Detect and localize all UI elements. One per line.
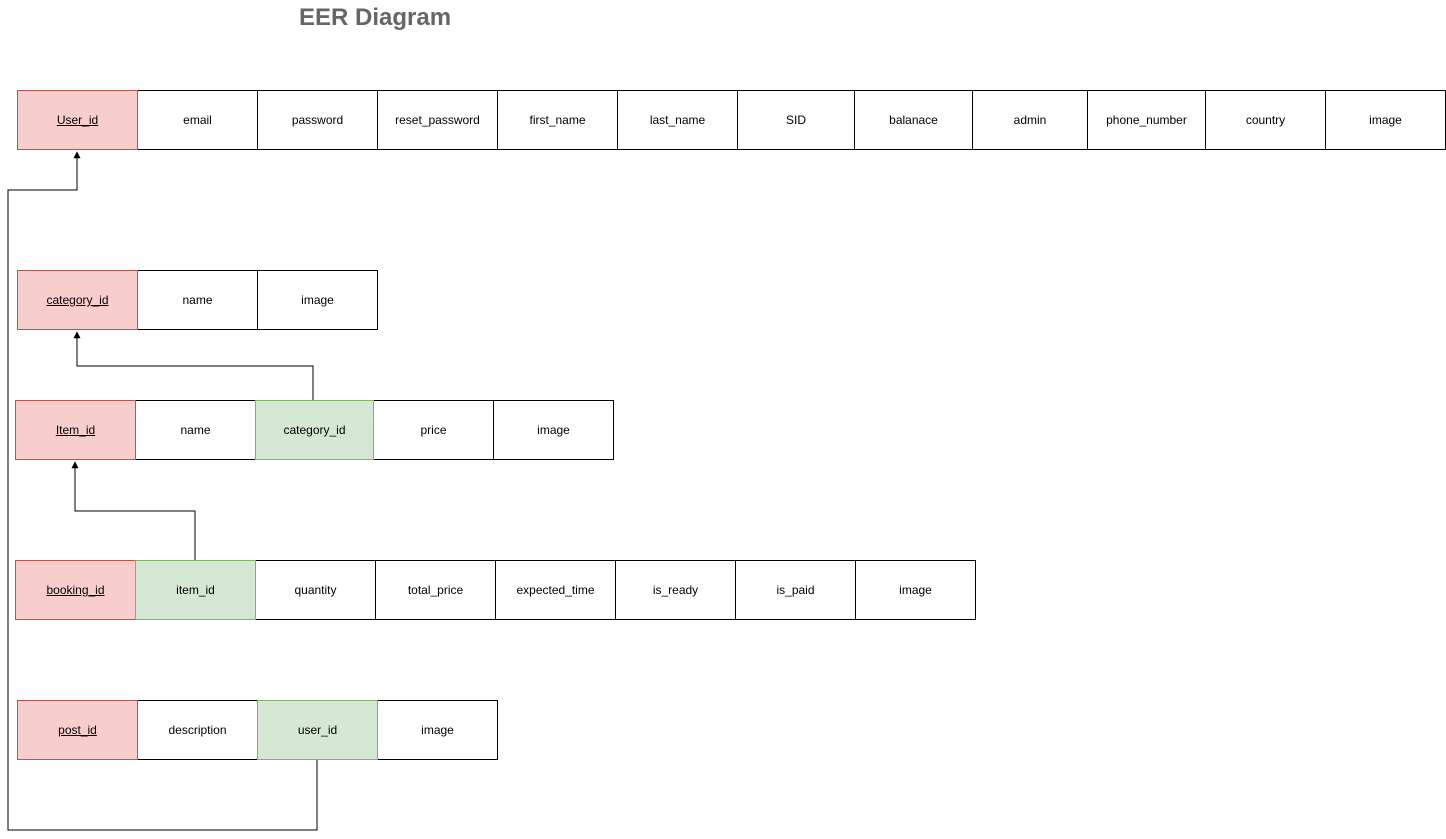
booking-col-is-ready[interactable]: is_ready [615, 560, 736, 620]
booking-col-item-id[interactable]: item_id [135, 560, 256, 620]
item-col-image[interactable]: image [493, 400, 614, 460]
booking-col-expected-time[interactable]: expected_time [495, 560, 616, 620]
table-user: User_id email password reset_password fi… [17, 90, 1446, 150]
user-col-last-name[interactable]: last_name [617, 90, 738, 150]
user-col-user-id[interactable]: User_id [17, 90, 138, 150]
category-col-category-id[interactable]: category_id [17, 270, 138, 330]
table-category: category_id name image [17, 270, 378, 330]
category-col-name[interactable]: name [137, 270, 258, 330]
post-col-post-id[interactable]: post_id [17, 700, 138, 760]
user-col-reset-password[interactable]: reset_password [377, 90, 498, 150]
connector-booking-item-id-to-item [71, 461, 196, 560]
connector-item-category-id-to-category [73, 331, 314, 400]
user-col-sid[interactable]: SID [737, 90, 855, 150]
booking-col-quantity[interactable]: quantity [255, 560, 376, 620]
post-col-image[interactable]: image [377, 700, 498, 760]
user-col-country[interactable]: country [1205, 90, 1326, 150]
user-col-first-name[interactable]: first_name [497, 90, 618, 150]
table-booking: booking_id item_id quantity total_price … [15, 560, 976, 620]
item-col-category-id[interactable]: category_id [255, 400, 374, 460]
booking-col-booking-id[interactable]: booking_id [15, 560, 136, 620]
user-col-email[interactable]: email [137, 90, 258, 150]
category-col-image[interactable]: image [257, 270, 378, 330]
user-col-phone-number[interactable]: phone_number [1087, 90, 1206, 150]
user-col-password[interactable]: password [257, 90, 378, 150]
user-col-balanace[interactable]: balanace [854, 90, 973, 150]
diagram-title: EER Diagram [299, 4, 452, 31]
booking-col-is-paid[interactable]: is_paid [735, 560, 856, 620]
item-col-name[interactable]: name [135, 400, 256, 460]
item-col-item-id[interactable]: Item_id [15, 400, 136, 460]
table-item: Item_id name category_id price image [15, 400, 614, 460]
user-col-admin[interactable]: admin [972, 90, 1088, 150]
post-col-user-id[interactable]: user_id [257, 700, 378, 760]
booking-col-total-price[interactable]: total_price [375, 560, 496, 620]
booking-col-image[interactable]: image [855, 560, 976, 620]
table-post: post_id description user_id image [17, 700, 498, 760]
item-col-price[interactable]: price [373, 400, 494, 460]
post-col-description[interactable]: description [137, 700, 258, 760]
user-col-image[interactable]: image [1325, 90, 1446, 150]
